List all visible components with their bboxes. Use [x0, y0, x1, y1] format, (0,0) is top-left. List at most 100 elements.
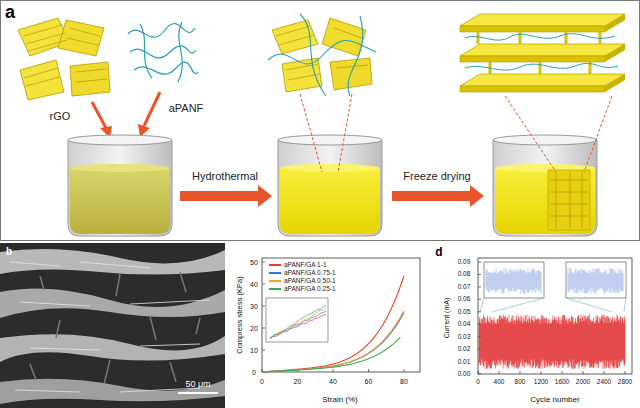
figure-label: 0	[252, 369, 256, 376]
figure-label: 30	[250, 303, 258, 310]
current-signal	[479, 314, 625, 369]
legend-row: aPANF/GA 0.75-1	[269, 269, 336, 277]
beakers	[548, 170, 590, 230]
layered-aerogel	[460, 14, 625, 92]
figure-label: 0.08	[458, 271, 471, 278]
axis-tick	[478, 299, 481, 300]
layered-aerogel	[478, 32, 600, 74]
feed-arrows	[144, 92, 160, 126]
axis-tick	[262, 350, 265, 351]
figure-label: Current (mA)	[443, 298, 450, 338]
process-arrows	[180, 185, 272, 207]
figure-label: 40	[250, 281, 258, 288]
sem-image	[178, 392, 218, 394]
axis-tick	[478, 371, 479, 374]
chart-c-axes	[262, 258, 420, 372]
apanf-fibers	[134, 62, 198, 74]
process-arrows	[392, 185, 484, 207]
inset-curve	[270, 311, 326, 339]
chart-d-axes	[484, 262, 544, 298]
feed-arrows	[92, 102, 106, 128]
axis-tick	[562, 371, 563, 374]
figure-label: 2800	[618, 379, 632, 386]
beakers	[278, 135, 382, 145]
layered-aerogel	[605, 44, 625, 62]
figure-label: 80	[400, 378, 408, 385]
chart-d-axes	[480, 298, 626, 312]
figure-label: d	[435, 246, 442, 258]
beakers	[280, 164, 380, 172]
beakers	[495, 168, 595, 234]
figure-label: 20	[250, 325, 258, 332]
process-arrows	[180, 185, 484, 207]
sem-image	[0, 243, 225, 408]
figure-label: 0.05	[458, 309, 471, 316]
figure-label: 0.07	[458, 284, 471, 291]
inset-curve	[270, 308, 326, 339]
sem-image	[0, 288, 225, 318]
zoom-lines	[505, 96, 612, 172]
layered-aerogel	[460, 86, 605, 92]
beakers	[68, 135, 597, 236]
figure-label: 0.06	[458, 296, 471, 303]
legend-text: aPANF/GA 1-1	[284, 262, 327, 269]
legend-text: aPANF/GA 0.50-1	[284, 278, 336, 285]
figure-label: 60	[365, 378, 373, 385]
figure-label: Hydrothermal	[192, 171, 258, 182]
figure-label: Freeze drying	[403, 171, 470, 182]
axis-tick	[262, 328, 265, 329]
axis-tick	[478, 262, 481, 263]
sem-image	[0, 379, 225, 404]
mixed-sheets	[276, 26, 368, 80]
chart-d-axes	[566, 262, 626, 298]
mixed-sheets	[268, 14, 376, 96]
figure-label: Compress stress (KPa)	[236, 276, 244, 354]
figure-label: 800	[515, 379, 526, 386]
chart-c-axes	[262, 258, 420, 372]
chart-d-axes	[478, 258, 632, 374]
figure-label: 0.03	[458, 333, 471, 340]
zoom-lines	[300, 94, 612, 172]
axis-tick	[478, 286, 481, 287]
axis-tick	[541, 371, 542, 374]
figure-label: 50 μm	[185, 380, 210, 389]
axis-tick	[478, 374, 481, 375]
beakers	[70, 168, 170, 234]
panel-frame	[1, 1, 640, 241]
inset-signal	[568, 268, 623, 294]
legend-swatch	[269, 288, 281, 290]
figure-label: 1200	[534, 379, 548, 386]
stress-curve	[262, 276, 404, 372]
stress-curve	[262, 313, 404, 372]
legend-swatch	[269, 264, 281, 266]
layered-aerogel	[460, 74, 625, 86]
legend-row: aPANF/GA 0.25-1	[269, 285, 336, 293]
figure-label: 0	[476, 379, 480, 386]
legend-swatch	[269, 280, 281, 282]
layered-aerogel	[460, 14, 625, 26]
layered-aerogel	[460, 26, 605, 32]
apanf-fibers	[128, 22, 198, 82]
layered-aerogel	[605, 74, 625, 92]
beakers	[278, 140, 382, 236]
layered-aerogel	[460, 44, 625, 56]
beakers	[493, 140, 597, 236]
axis-tick	[262, 284, 265, 285]
axis-tick	[604, 371, 605, 374]
axis-tick	[262, 262, 265, 263]
figure-label: 0	[260, 378, 264, 385]
figure-label: 40	[329, 378, 337, 385]
figure-label: 0.04	[458, 321, 471, 328]
feed-arrows	[92, 92, 160, 138]
figure-label: aPANF	[169, 103, 204, 114]
sem-image	[0, 249, 225, 274]
legend-swatch	[269, 272, 281, 274]
axis-tick	[478, 274, 481, 275]
axis-tick	[625, 371, 626, 374]
stress-curve	[262, 310, 404, 372]
plot-layer	[262, 262, 625, 374]
panel-frame	[1, 1, 640, 241]
rgo-sheets	[18, 18, 110, 100]
legend-text: aPANF/GA 0.25-1	[284, 286, 336, 293]
